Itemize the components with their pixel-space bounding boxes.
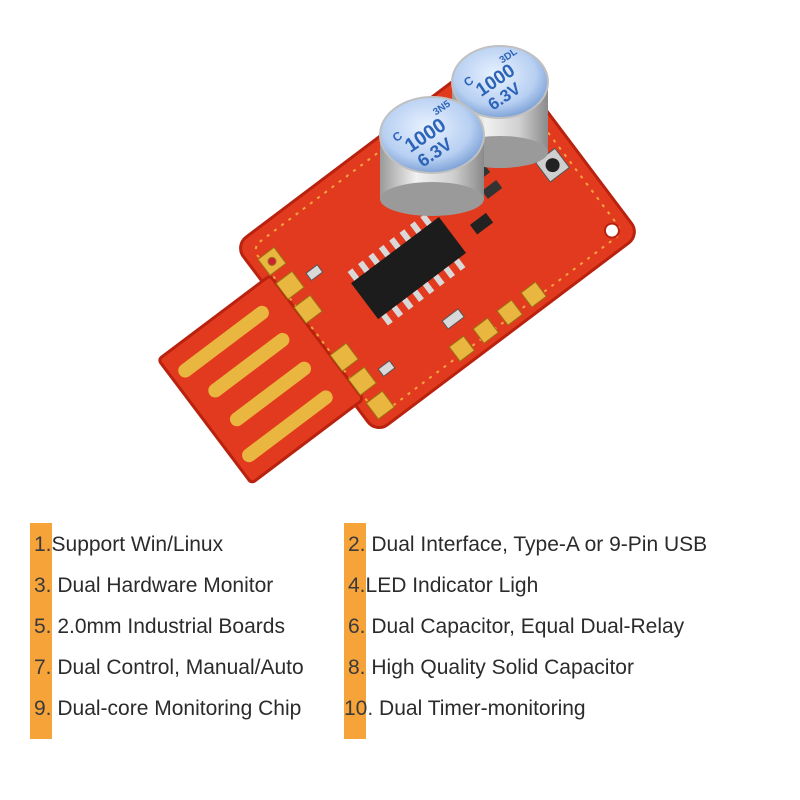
feature-text: Dual Control, Manual/Auto [57, 656, 304, 679]
feature-item-8: 8. High Quality Solid Capacitor [348, 652, 634, 684]
feature-text: LED Indicator Ligh [365, 574, 539, 597]
feature-number: 9. [34, 697, 52, 720]
bottom-pads [448, 281, 547, 363]
feature-number: 4. [348, 574, 366, 597]
pcb-board [158, 50, 636, 484]
feature-item-7: 7. Dual Control, Manual/Auto [34, 652, 304, 684]
feature-text: Dual Capacitor, Equal Dual-Relay [371, 615, 685, 638]
feature-item-5: 5. 2.0mm Industrial Boards [34, 611, 285, 643]
feature-text: Dual Interface, Type-A or 9-Pin USB [371, 533, 708, 556]
feature-number: 3. [34, 574, 52, 597]
feature-number: 10. [344, 697, 374, 720]
feature-item-4: 4.LED Indicator Ligh [348, 570, 538, 602]
feature-item-6: 6. Dual Capacitor, Equal Dual-Relay [348, 611, 684, 643]
solid-capacitor-2: C 1000 6.3V 3N5 [379, 96, 485, 216]
feature-text: Dual-core Monitoring Chip [57, 697, 302, 720]
feature-number: 5. [34, 615, 52, 638]
monitoring-chip [347, 213, 466, 326]
feature-text: High Quality Solid Capacitor [371, 656, 634, 679]
usb-contacts [178, 305, 333, 463]
feature-number: 1. [34, 533, 52, 556]
feature-item-3: 3. Dual Hardware Monitor [34, 570, 273, 602]
feature-item-9: 9. Dual-core Monitoring Chip [34, 693, 301, 725]
feature-text: Support Win/Linux [51, 533, 224, 556]
feature-item-1: 1.Support Win/Linux [34, 529, 223, 561]
feature-item-2: 2. Dual Interface, Type-A or 9-Pin USB [348, 529, 707, 561]
feature-text: Dual Timer-monitoring [379, 697, 586, 720]
feature-item-10: 10. Dual Timer-monitoring [344, 693, 586, 725]
feature-number: 7. [34, 656, 52, 679]
feature-number: 2. [348, 533, 366, 556]
pin-header-pads [257, 246, 396, 420]
accent-bar-right [344, 523, 366, 739]
feature-number: 8. [348, 656, 366, 679]
feature-text: Dual Hardware Monitor [57, 574, 274, 597]
usb-watchdog-board-photo: C 1000 6.3V 3DL C 1000 6.3V 3N5 [158, 45, 636, 484]
feature-number: 6. [348, 615, 366, 638]
feature-text: 2.0mm Industrial Boards [57, 615, 285, 638]
accent-bar-left [30, 523, 52, 739]
